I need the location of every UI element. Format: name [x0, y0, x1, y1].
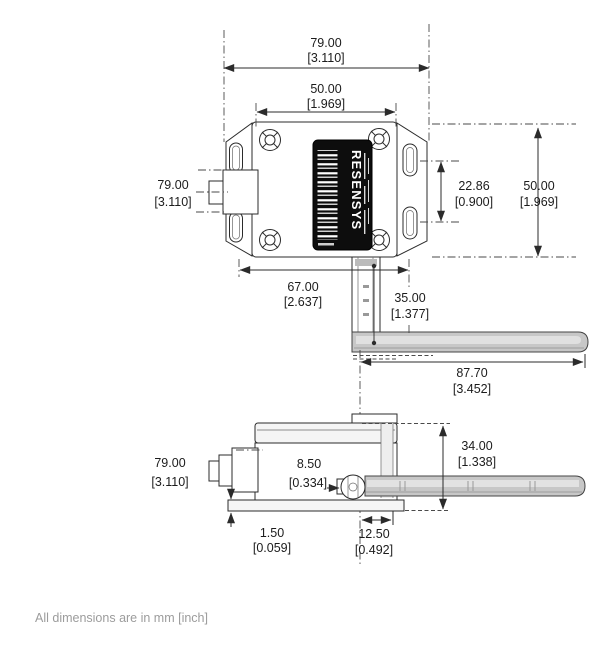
flange-slots-right: [402, 143, 418, 240]
screw-top-left: [259, 129, 281, 151]
label-brand-text: RESENSYS: [349, 150, 364, 230]
dim-top-width: 79.00 [3.110]: [223, 24, 430, 142]
dim-side-height: 34.00 [1.338]: [362, 423, 496, 511]
dim-arm-inch: [3.452]: [453, 382, 491, 396]
dim-slot-span-mm: 22.86: [458, 179, 489, 193]
product-label: RESENSYS: [312, 139, 373, 251]
label-fine-print: [364, 153, 369, 234]
dim-right-height-inch: [1.969]: [520, 195, 558, 209]
dim-left-top-inch: [3.110]: [154, 195, 191, 209]
units-note: All dimensions are in mm [inch]: [35, 611, 208, 625]
dim-slot-span: 22.86 [0.900]: [420, 160, 493, 223]
barcode: [317, 150, 338, 240]
dim-side-height-mm: 34.00: [461, 439, 492, 453]
dim-stub-inch: [0.334]: [289, 476, 327, 490]
dim-side-left: 79.00 [3.110]: [151, 449, 263, 489]
dim-drop-inch: [1.377]: [391, 307, 429, 321]
antenna-nut: [340, 474, 366, 500]
dim-stub-mm: 8.50: [297, 457, 321, 471]
dim-inner-width-inch: [1.969]: [307, 97, 345, 111]
enclosure-lid-side: [254, 422, 398, 444]
dim-offset-mm: 12.50: [358, 527, 389, 541]
side-view: [208, 413, 586, 512]
top-view: RESENSYS: [196, 121, 589, 360]
dim-arm: 87.70 [3.452]: [360, 354, 586, 396]
screw-bottom-left: [259, 229, 281, 251]
antenna-arm: [351, 331, 589, 360]
dim-side-height-inch: [1.338]: [458, 455, 496, 469]
flange-slots-left: [229, 142, 243, 243]
dim-plate-mm: 1.50: [260, 526, 284, 540]
dim-inner-width: 50.00 [1.969]: [255, 82, 397, 128]
dim-drop-mm: 35.00: [394, 291, 425, 305]
dim-base-span-mm: 67.00: [287, 280, 318, 294]
dim-drop: 35.00 [1.377]: [371, 263, 429, 346]
base-plate: [227, 499, 405, 512]
dim-offset: 12.50 [0.492]: [355, 511, 394, 557]
dim-side-left-inch: [3.110]: [151, 475, 188, 489]
bracket-cap-side: [351, 413, 398, 424]
dim-right-height: 50.00 [1.969]: [432, 123, 576, 258]
dim-base-span-inch: [2.637]: [284, 295, 322, 309]
dim-offset-inch: [0.492]: [355, 543, 393, 557]
dim-base-span: 67.00 [2.637]: [238, 259, 410, 334]
connector-side-view: [208, 447, 259, 493]
antenna-rod: [364, 475, 586, 497]
bracket-bar: [351, 256, 381, 333]
dim-inner-width-mm: 50.00: [310, 82, 341, 96]
dim-plate-inch: [0.059]: [253, 541, 291, 555]
dim-stub: 8.50 [0.334]: [289, 457, 340, 492]
dim-side-left-mm: 79.00: [154, 456, 185, 470]
dim-left-top: 79.00 [3.110]: [154, 169, 226, 213]
dim-top-width-mm: 79.00: [310, 36, 341, 50]
dim-right-height-mm: 50.00: [523, 179, 554, 193]
dim-left-top-mm: 79.00: [157, 178, 188, 192]
dim-plate: 1.50 [0.059]: [227, 488, 291, 555]
dim-top-width-inch: [3.110]: [307, 51, 344, 65]
dim-arm-mm: 87.70: [456, 366, 487, 380]
dim-slot-span-inch: [0.900]: [455, 195, 493, 209]
